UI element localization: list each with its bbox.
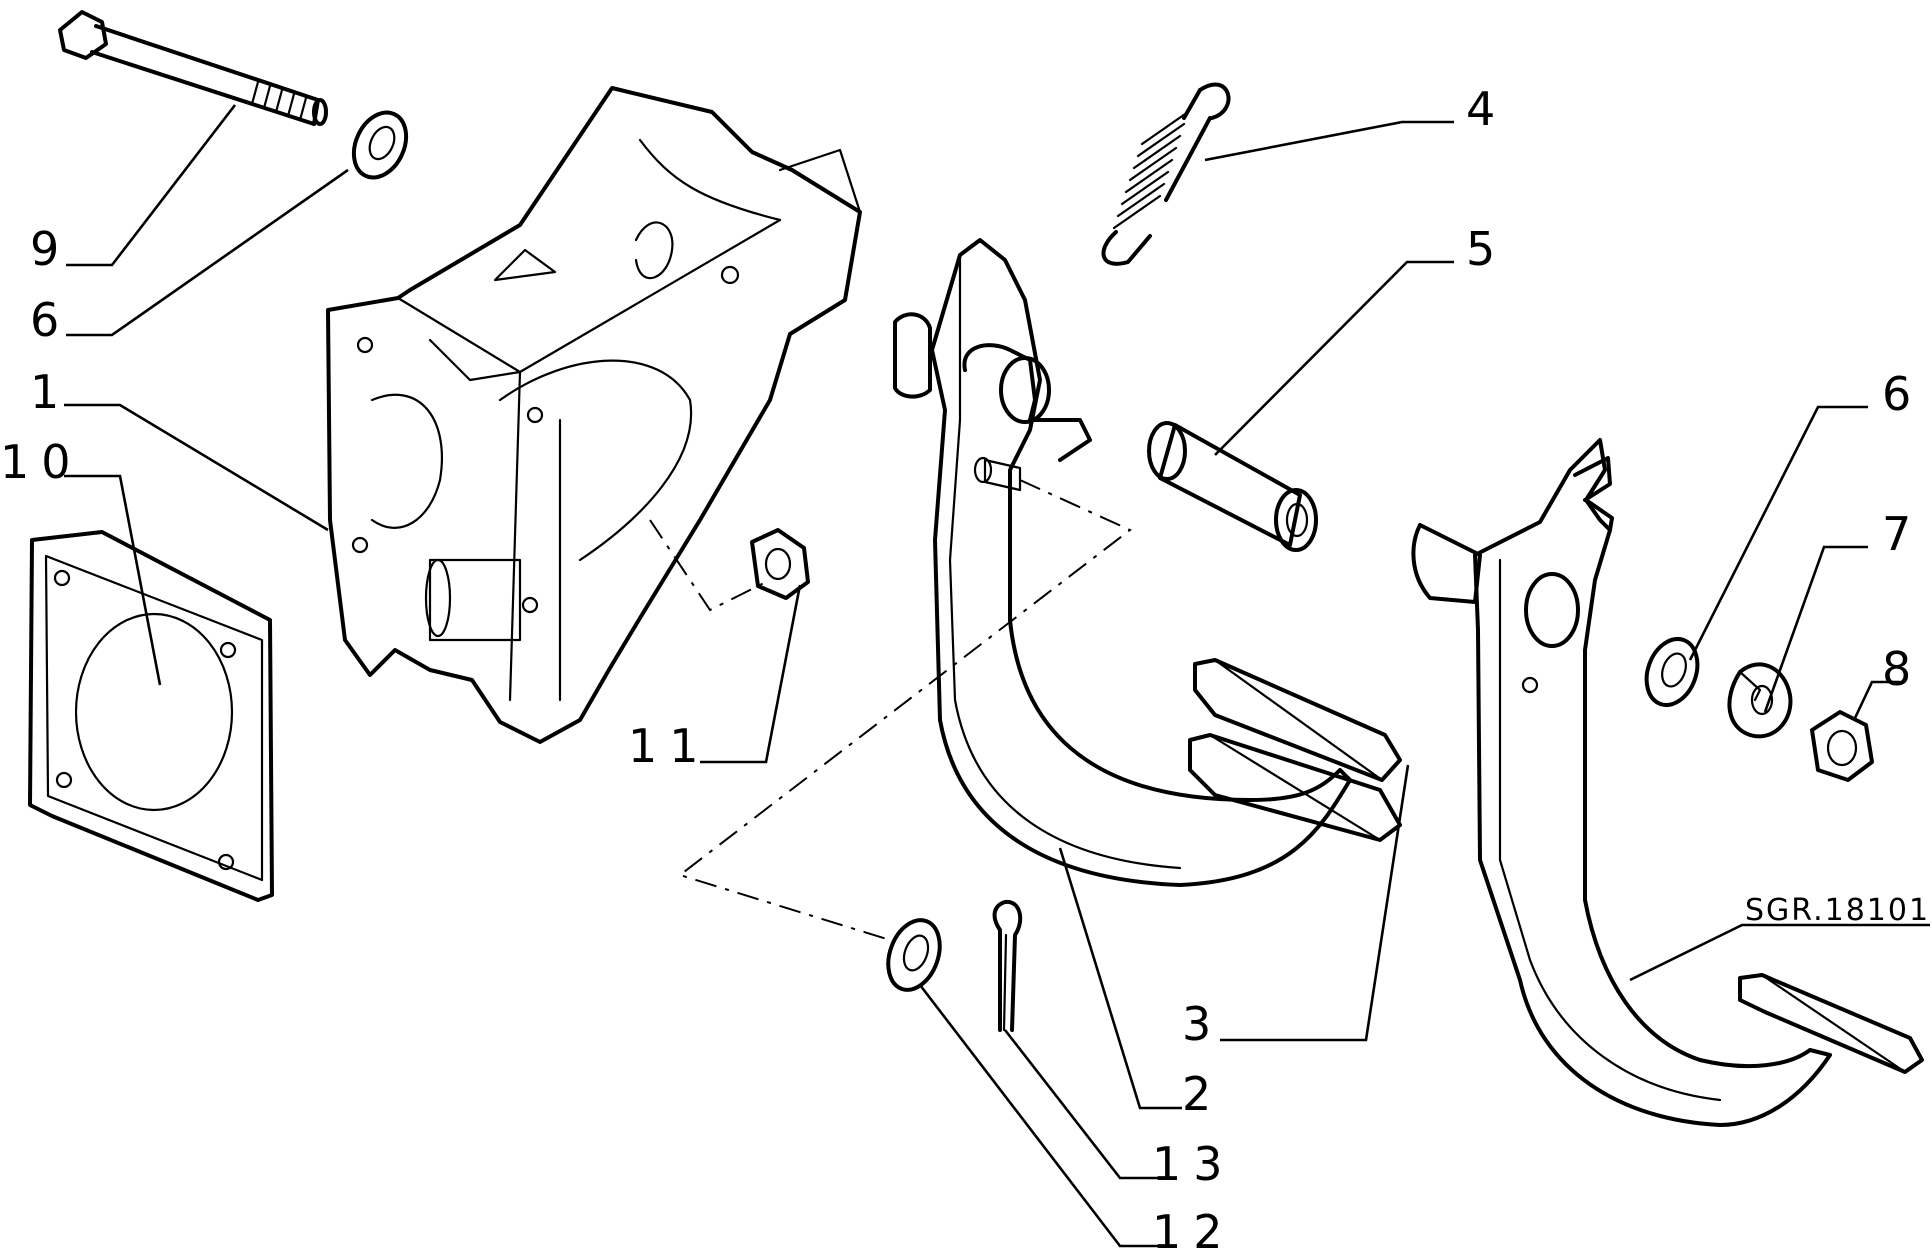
washer-left-part xyxy=(351,110,409,180)
callout-6-right: 6 xyxy=(1882,367,1923,421)
clutch-pedal-part xyxy=(893,238,1402,887)
callout-6-left: 6 xyxy=(30,293,71,347)
washer-bottom-part xyxy=(886,918,942,992)
return-spring-part xyxy=(1101,82,1231,266)
spring-washer-part xyxy=(1727,662,1793,739)
nut-right-part xyxy=(1810,710,1874,782)
nut-center-part xyxy=(750,528,810,600)
drawing-code: SGR.18101 xyxy=(1745,893,1930,928)
assembly-line-upper xyxy=(649,479,1132,941)
bushing-part xyxy=(1147,421,1318,552)
bolt-part xyxy=(58,10,328,126)
callout-labels: 9 6 1 10 11 4 5 6 7 8 3 2 13 12 SGR.1810… xyxy=(0,82,1930,1252)
callout-10: 10 xyxy=(0,435,83,489)
callout-12: 12 xyxy=(1152,1205,1235,1252)
callout-4: 4 xyxy=(1466,82,1507,136)
leader-lines xyxy=(64,104,1930,1248)
callout-1: 1 xyxy=(30,365,71,419)
callout-7: 7 xyxy=(1882,507,1923,561)
callout-2: 2 xyxy=(1182,1067,1223,1121)
brake-pedal-part xyxy=(1411,438,1924,1127)
callout-5: 5 xyxy=(1466,222,1507,276)
callout-9: 9 xyxy=(30,222,71,276)
callout-13: 13 xyxy=(1152,1137,1235,1191)
callout-3: 3 xyxy=(1182,997,1223,1051)
washer-right-part xyxy=(1644,637,1700,707)
pedal-bracket-part xyxy=(326,86,862,744)
callout-8: 8 xyxy=(1882,642,1923,696)
callout-11: 11 xyxy=(628,719,711,773)
gasket-plate-part xyxy=(28,530,274,902)
split-pin-part xyxy=(992,899,1023,1032)
